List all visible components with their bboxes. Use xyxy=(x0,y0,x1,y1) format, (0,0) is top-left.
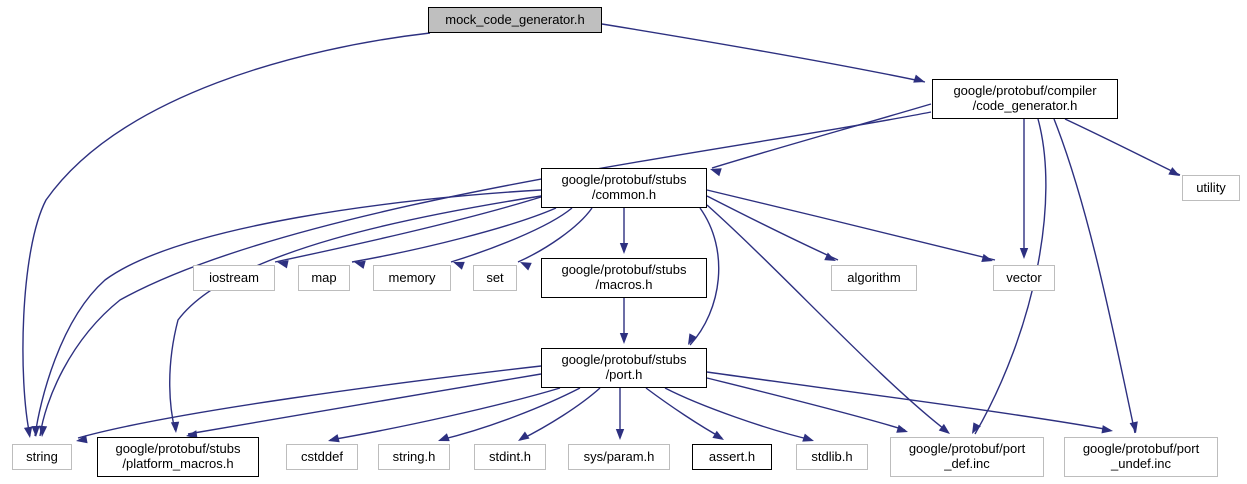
edge-port-to-platform_macros xyxy=(187,373,542,435)
arrowhead xyxy=(824,252,836,261)
arrowhead xyxy=(938,423,950,434)
graph-node-code_generator[interactable]: google/protobuf/compiler /code_generator… xyxy=(932,79,1118,119)
arrowhead xyxy=(1101,425,1113,434)
graph-node-iostream[interactable]: iostream xyxy=(193,265,275,291)
edge-port-to-stdint_h xyxy=(519,387,601,441)
graph-node-assert_h[interactable]: assert.h xyxy=(692,444,772,470)
edge-common-to-iostream xyxy=(274,196,542,263)
graph-node-algorithm[interactable]: algorithm xyxy=(831,265,917,291)
arrowhead xyxy=(438,433,450,442)
graph-node-memory[interactable]: memory xyxy=(373,265,451,291)
edge-code_generator-to-utility xyxy=(1064,118,1181,176)
edge-common-to-algorithm xyxy=(706,195,839,261)
arrowhead xyxy=(913,74,925,83)
graph-node-sys_param[interactable]: sys/param.h xyxy=(568,444,670,470)
graph-node-macros[interactable]: google/protobuf/stubs /macros.h xyxy=(541,258,707,298)
arrowhead xyxy=(277,260,289,269)
arrowhead-group xyxy=(23,74,1180,444)
edge-port-to-stdlib_h xyxy=(664,387,813,441)
edge-code_generator-to-string xyxy=(39,111,932,437)
arrowhead xyxy=(328,434,340,443)
arrowhead xyxy=(518,431,530,441)
arrowhead xyxy=(520,262,532,271)
edge-port-to-port_def xyxy=(706,377,906,431)
edge-common-to-map xyxy=(351,207,557,263)
edge-common-to-set xyxy=(517,207,593,263)
edge-port-to-string_h xyxy=(439,387,581,441)
edge-port-to-assert_h xyxy=(645,387,723,439)
arrowhead xyxy=(896,424,908,433)
edge-port-to-port_undef xyxy=(706,371,1111,431)
arrowhead xyxy=(1019,248,1029,259)
graph-node-set[interactable]: set xyxy=(473,265,517,291)
arrowhead xyxy=(802,433,814,442)
graph-node-string_h[interactable]: string.h xyxy=(378,444,450,470)
edge-port-to-string xyxy=(77,365,542,439)
arrowhead xyxy=(1168,167,1180,176)
arrowhead xyxy=(354,260,366,269)
arrowhead xyxy=(688,333,697,345)
graph-node-common[interactable]: google/protobuf/stubs /common.h xyxy=(541,168,707,208)
edge-port-to-cstddef xyxy=(329,387,561,441)
arrowhead xyxy=(453,261,465,270)
arrowhead xyxy=(981,253,993,263)
arrowhead xyxy=(38,425,48,437)
graph-node-string[interactable]: string xyxy=(12,444,72,470)
graph-node-port_undef[interactable]: google/protobuf/port _undef.inc xyxy=(1064,437,1218,477)
arrowhead xyxy=(972,422,981,434)
arrowhead xyxy=(619,333,629,344)
edge-common-to-vector xyxy=(706,189,996,261)
graph-node-utility[interactable]: utility xyxy=(1182,175,1240,201)
edge-code_generator-to-common xyxy=(711,103,932,169)
arrowhead xyxy=(619,243,629,254)
graph-node-port_def[interactable]: google/protobuf/port _def.inc xyxy=(890,437,1044,477)
arrowhead xyxy=(1129,421,1138,433)
graph-node-port[interactable]: google/protobuf/stubs /port.h xyxy=(541,348,707,388)
edge-mock_code_generator-to-code_generator xyxy=(601,23,926,83)
graph-node-mock_code_generator[interactable]: mock_code_generator.h xyxy=(428,7,602,33)
edge-code_generator-to-port_undef xyxy=(1053,118,1136,434)
edge-common-to-port_def xyxy=(706,204,949,433)
graph-node-stdlib_h[interactable]: stdlib.h xyxy=(796,444,868,470)
arrowhead xyxy=(710,168,722,177)
arrowhead xyxy=(712,430,724,440)
arrowhead xyxy=(186,430,198,439)
graph-node-stdint_h[interactable]: stdint.h xyxy=(474,444,546,470)
arrowhead xyxy=(615,429,625,440)
edge-common-to-string xyxy=(34,189,542,437)
arrowhead xyxy=(76,434,88,444)
edge-common-to-memory xyxy=(450,207,573,263)
arrowhead xyxy=(31,425,40,437)
edge-common-to-port xyxy=(689,207,720,346)
arrowhead xyxy=(170,421,180,433)
edge-mock_code_generator-to-string xyxy=(22,32,431,437)
graph-node-platform_macros[interactable]: google/protobuf/stubs /platform_macros.h xyxy=(97,437,259,477)
graph-node-cstddef[interactable]: cstddef xyxy=(286,444,358,470)
graph-node-vector[interactable]: vector xyxy=(993,265,1055,291)
graph-node-map[interactable]: map xyxy=(298,265,350,291)
arrowhead xyxy=(23,426,33,438)
